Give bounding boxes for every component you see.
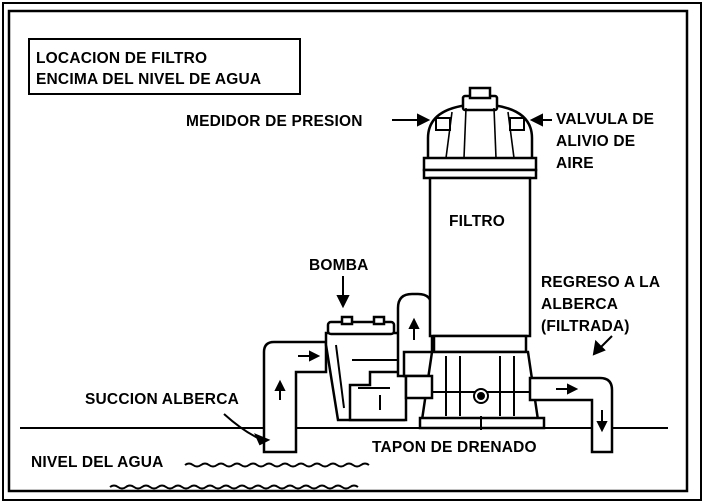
title-line-2: ENCIMA DEL NIVEL DE AGUA (36, 71, 262, 88)
title-box: LOCACION DE FILTRO ENCIMA DEL NIVEL DE A… (28, 38, 301, 95)
label-filter: FILTRO (449, 213, 506, 230)
label-arrows (223, 113, 613, 446)
filter-base-ribs (430, 356, 530, 416)
label-return-line1: REGRESO A LA (541, 274, 661, 291)
filter-dome (426, 102, 534, 162)
label-drain-plug: TAPON DE DRENADO (372, 439, 537, 456)
filter-base (420, 350, 540, 422)
suction-pipe (262, 340, 328, 454)
water-wave-2 (109, 484, 359, 490)
label-pressure-gauge: MEDIDOR DE PRESION (186, 113, 363, 130)
return-flow-arrows (556, 383, 608, 433)
filter-air-valve (461, 86, 499, 112)
label-pump: BOMBA (309, 257, 369, 274)
title-line-1: LOCACION DE FILTRO (36, 50, 208, 67)
filter-inlet-pipe (404, 374, 434, 400)
water-wave-1 (184, 462, 370, 468)
pump-details (335, 344, 400, 410)
suction-flow-arrows (274, 350, 321, 400)
drain-plug (473, 388, 489, 404)
filter-body (428, 176, 532, 354)
label-air-relief-line3: AIRE (556, 155, 594, 172)
label-return-line2: ALBERCA (541, 296, 619, 313)
filter-clamp (422, 156, 538, 180)
return-pipe (528, 376, 614, 454)
label-air-relief-line2: ALIVIO DE (556, 133, 636, 150)
label-return-line3: (FILTRADA) (541, 318, 630, 335)
filter-dome-fittings (435, 117, 525, 131)
pump-outlet-arrow (408, 317, 420, 340)
label-pool-suction: SUCCION ALBERCA (85, 391, 239, 408)
pump-body (324, 315, 408, 422)
label-air-relief-line1: VALVULA DE (556, 111, 655, 128)
label-water-level: NIVEL DEL AGUA (31, 454, 164, 471)
inner-frame (7, 9, 689, 493)
filter-dome-ribs (445, 107, 515, 159)
